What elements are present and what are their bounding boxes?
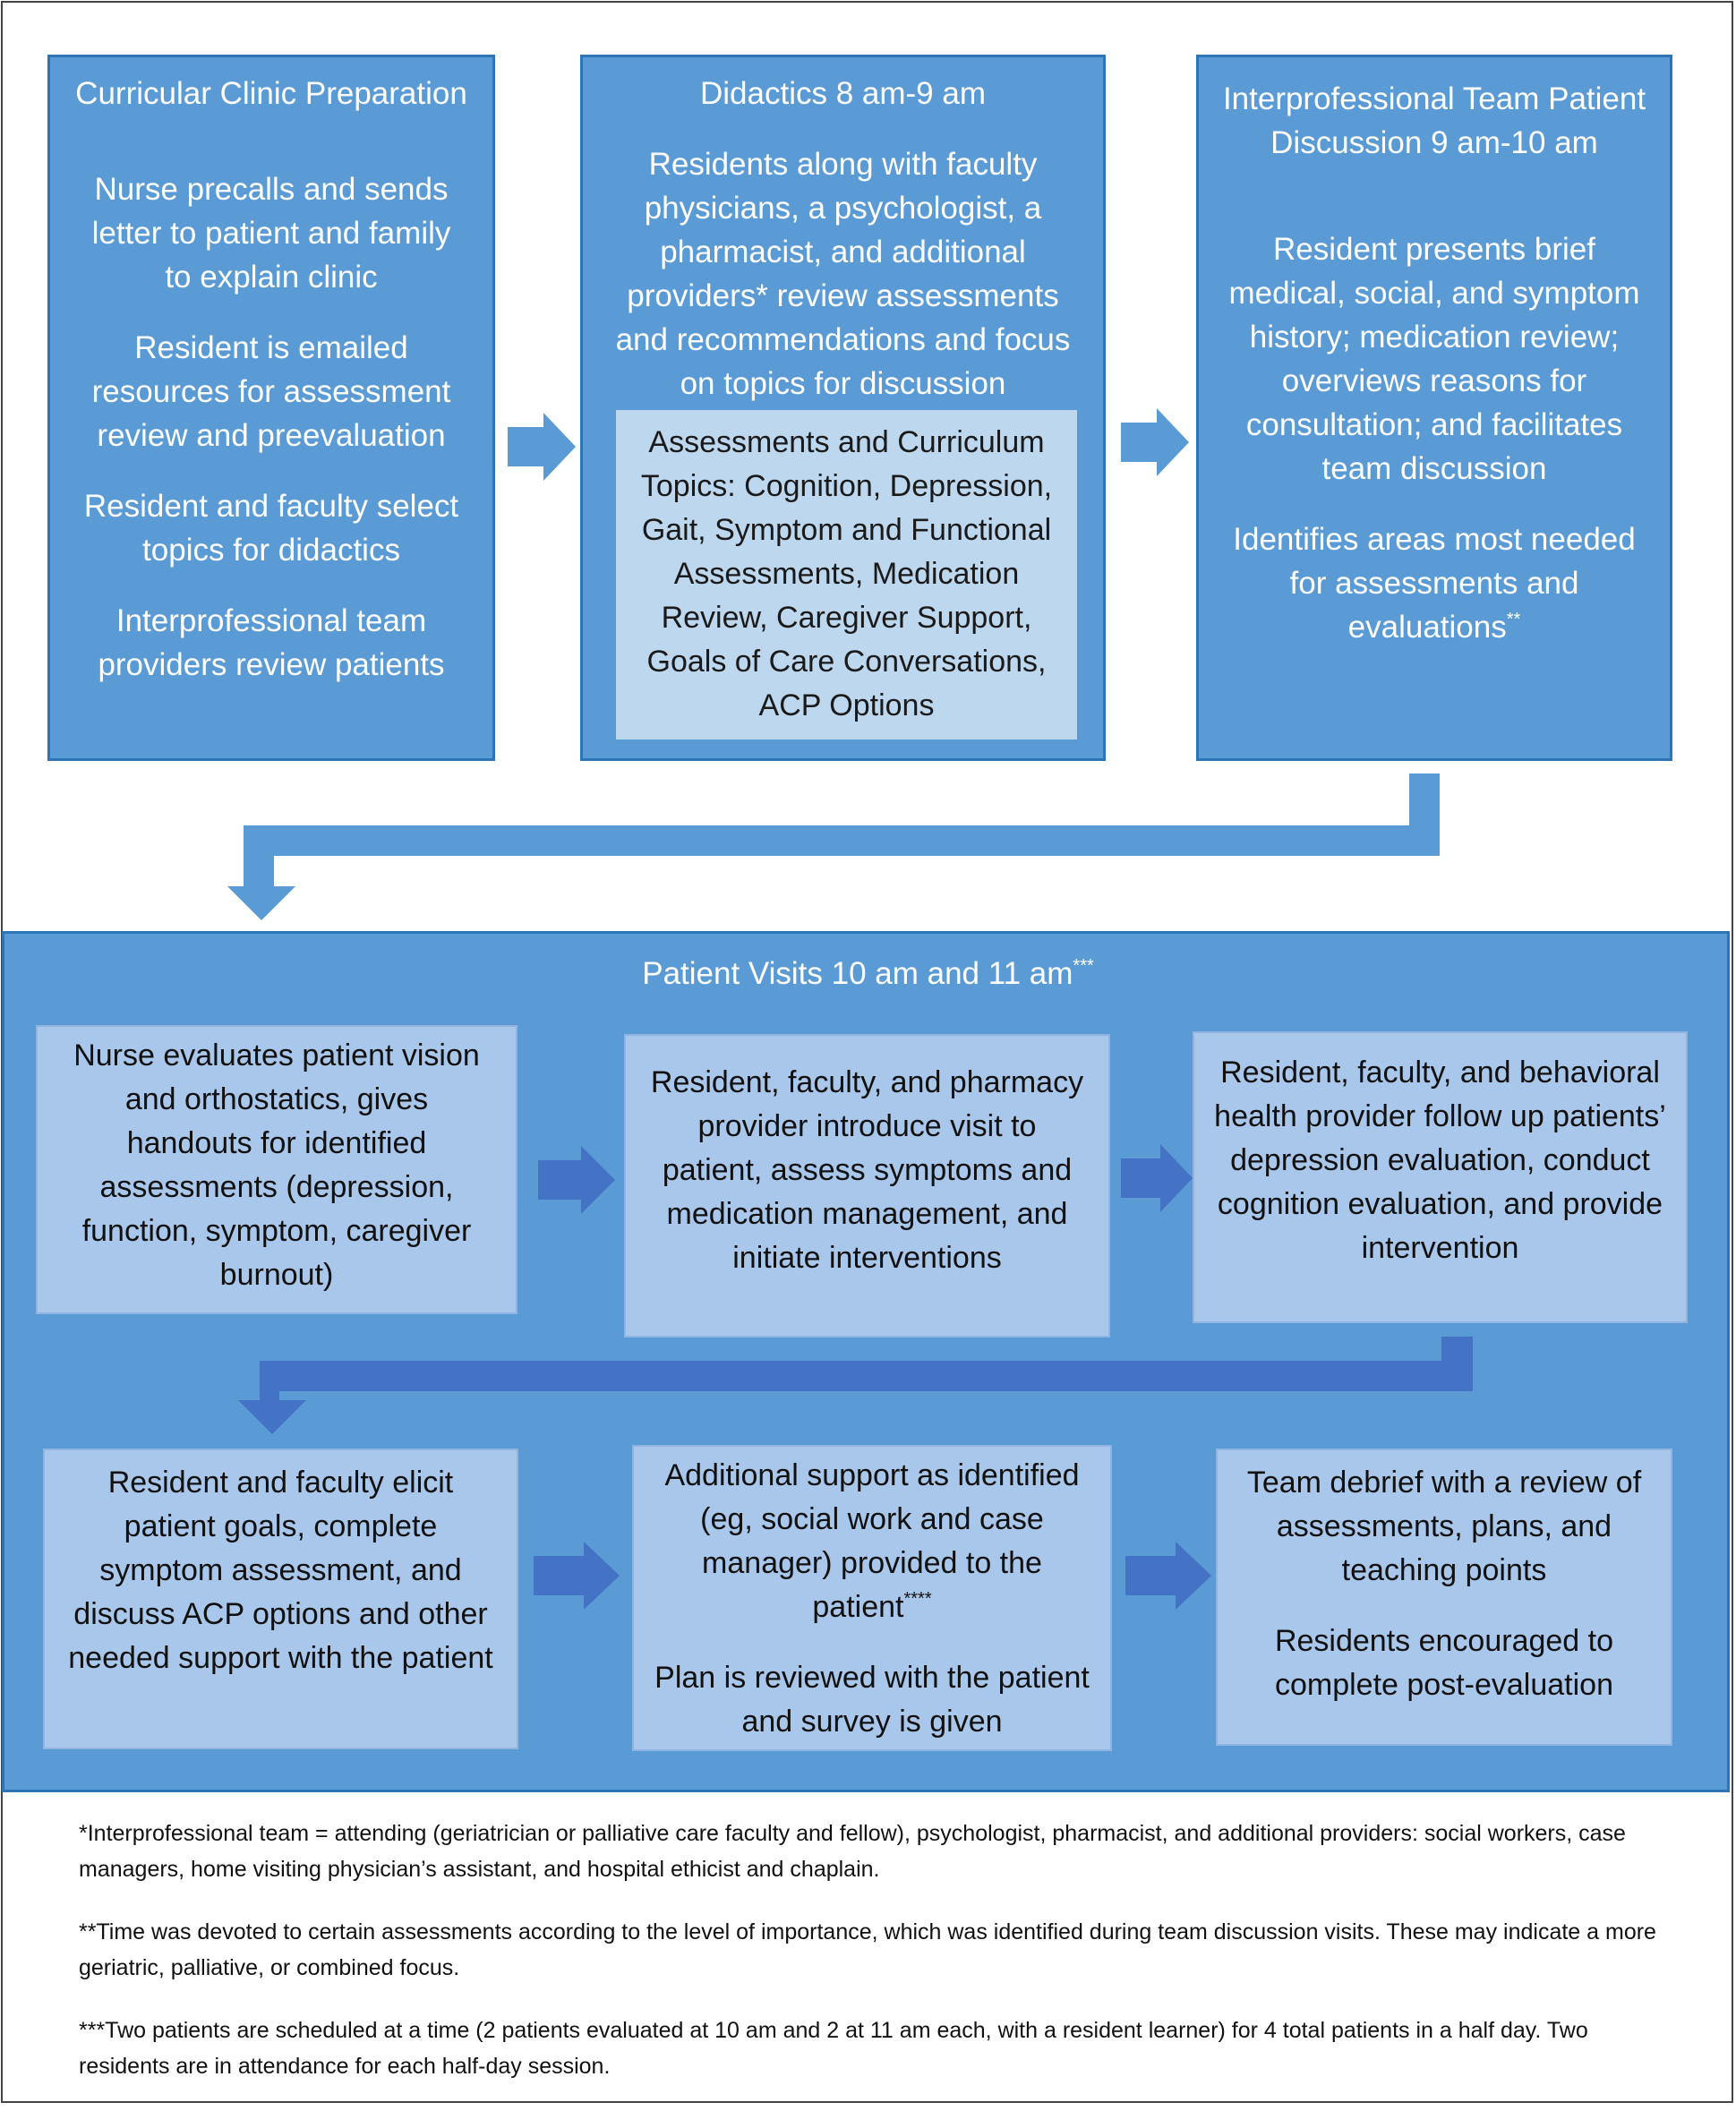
patient-visits-title-text: Patient Visits 10 am and 11 am xyxy=(642,956,1073,991)
patient-visits-superscript: *** xyxy=(1073,956,1094,976)
patient-visits-title: Patient Visits 10 am and 11 am*** xyxy=(0,952,1736,996)
right-arrow-icon xyxy=(508,413,576,481)
prep-step-1: Nurse precalls and sends letter to patie… xyxy=(91,172,451,295)
footnote-1: *Interprofessional team = attending (ger… xyxy=(79,1821,1626,1882)
behavioral-health-box: Resident, faculty, and behavioral health… xyxy=(1193,1031,1688,1323)
prep-step-2: Resident is emailed resources for assess… xyxy=(91,330,451,453)
team-debrief-text: Team debrief with a review of assessment… xyxy=(1246,1466,1642,1587)
post-evaluation-text: Residents encouraged to complete post-ev… xyxy=(1274,1624,1614,1702)
elbow-down-arrow-icon xyxy=(238,1337,1473,1434)
team-discussion-box: Interprofessional Team Patient Discussio… xyxy=(1196,55,1672,761)
areas-superscript: ** xyxy=(1506,610,1521,629)
plan-review-text: Plan is reviewed with the patient and su… xyxy=(654,1661,1090,1739)
additional-support-box: Additional support as identified (eg, so… xyxy=(632,1445,1112,1751)
right-arrow-icon xyxy=(1121,408,1189,476)
footnote-2: **Time was devoted to certain assessment… xyxy=(79,1919,1656,1980)
prep-step-4: Interprofessional team providers review … xyxy=(98,603,445,682)
additional-support-main: Additional support as identified (eg, so… xyxy=(664,1458,1080,1624)
team-discussion-title: Interprofessional Team Patient Discussio… xyxy=(1222,81,1646,160)
nurse-evaluation-box: Nurse evaluates patient vision and ortho… xyxy=(36,1025,517,1314)
right-arrow-icon xyxy=(1121,1144,1193,1212)
patient-goals-box: Resident and faculty elicit patient goal… xyxy=(43,1449,518,1749)
clinic-preparation-title: Curricular Clinic Preparation xyxy=(75,76,467,111)
prep-step-3: Resident and faculty select topics for d… xyxy=(83,489,459,568)
team-discussion-areas: Identifies areas most needed for assessm… xyxy=(1220,517,1648,649)
didactics-title: Didactics 8 am-9 am xyxy=(700,76,986,111)
right-arrow-icon xyxy=(534,1542,620,1610)
team-discussion-description: Resident presents brief medical, social,… xyxy=(1228,232,1640,486)
additional-support-superscript: **** xyxy=(903,1589,932,1609)
right-arrow-icon xyxy=(1125,1542,1211,1610)
elbow-down-arrow-icon xyxy=(227,773,1440,920)
footnotes: *Interprofessional team = attending (ger… xyxy=(79,1816,1672,2111)
additional-support-text: Additional support as identified (eg, so… xyxy=(648,1454,1096,1629)
clinic-preparation-box: Curricular Clinic Preparation Nurse prec… xyxy=(47,55,495,761)
pharmacy-visit-box: Resident, faculty, and pharmacy provider… xyxy=(624,1034,1110,1338)
curriculum-topics-box: Assessments and Curriculum Topics: Cogni… xyxy=(616,410,1077,739)
areas-text: Identifies areas most needed for assessm… xyxy=(1233,522,1636,645)
footnote-3: ***Two patients are scheduled at a time … xyxy=(79,2018,1588,2079)
team-debrief-box: Team debrief with a review of assessment… xyxy=(1216,1449,1672,1746)
right-arrow-icon xyxy=(538,1146,615,1214)
didactics-description: Residents along with faculty physicians,… xyxy=(615,147,1071,401)
